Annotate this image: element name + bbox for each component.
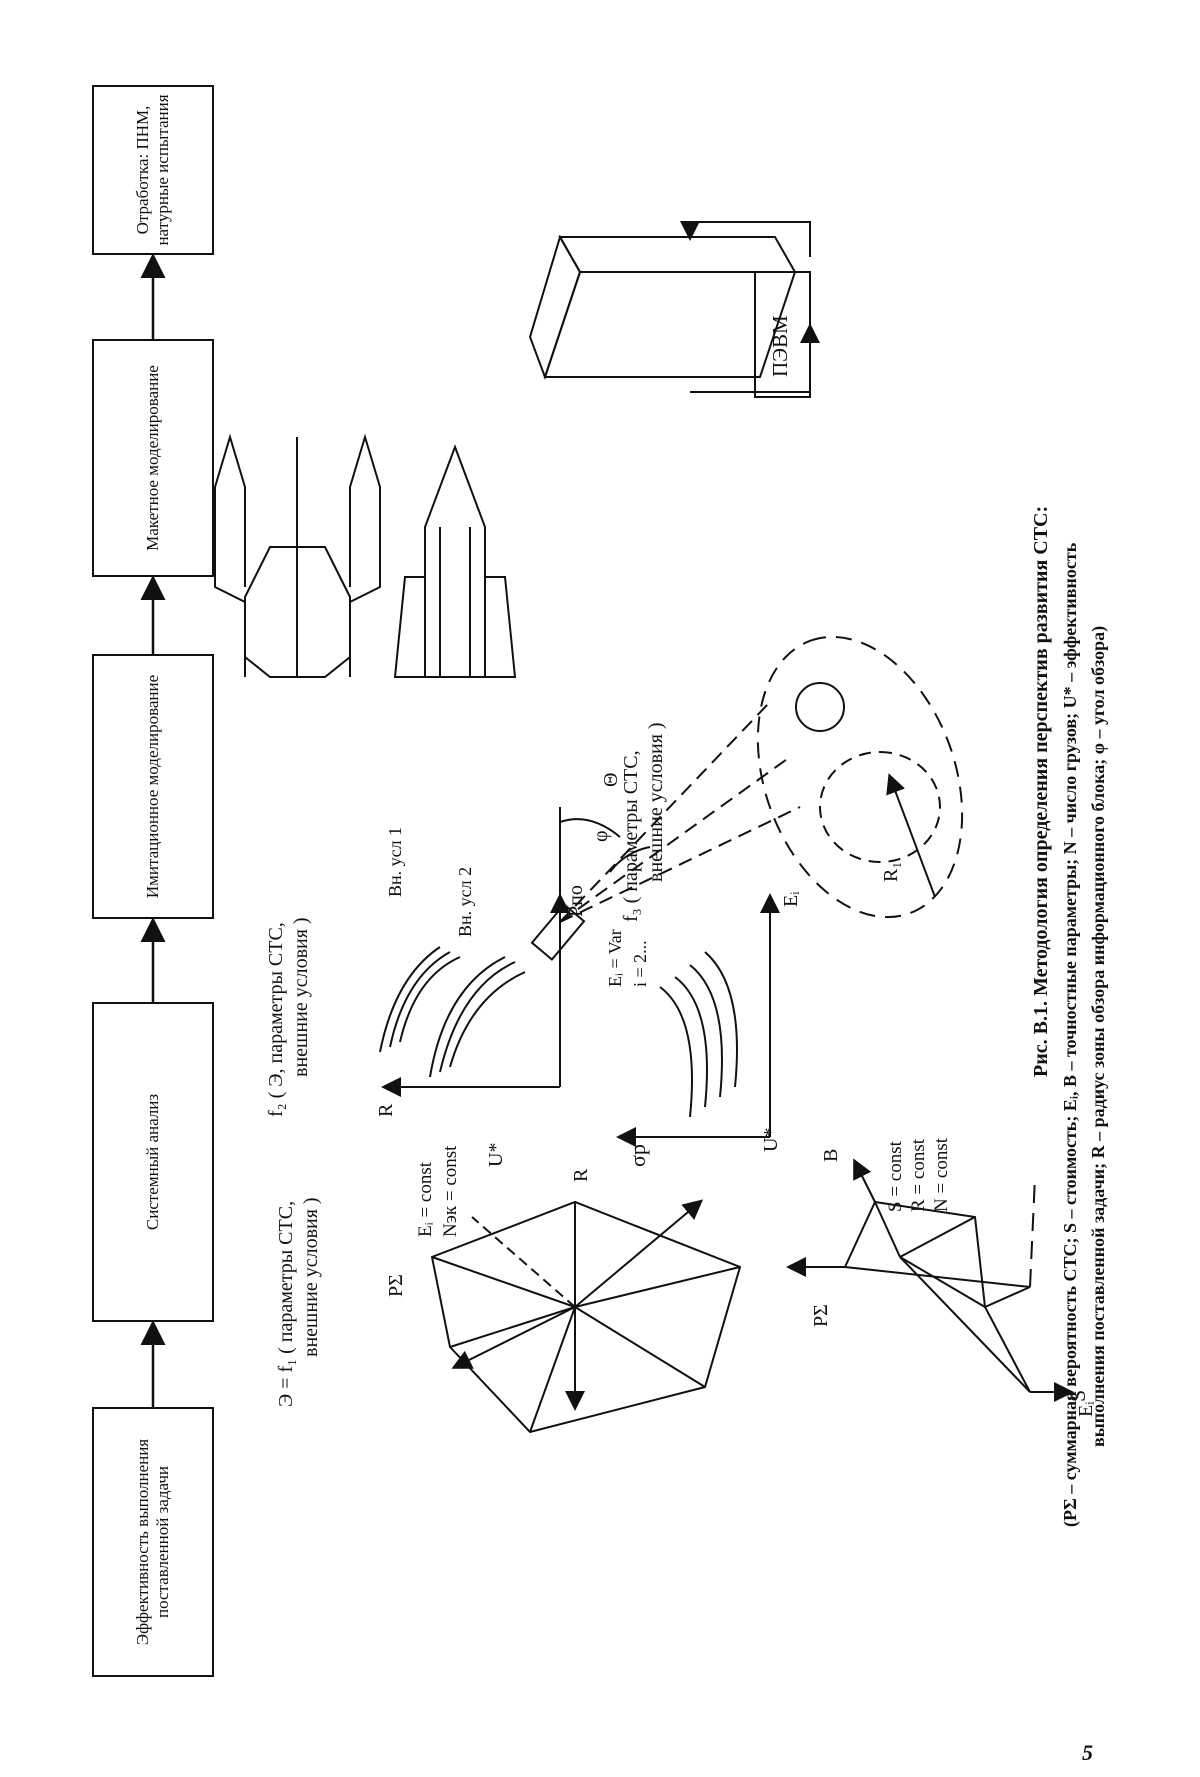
f1-formula-2: внешние условия ) <box>300 1197 322 1357</box>
f2-formula: f₂ ( Э, параметры СТС, <box>265 922 287 1117</box>
rocket-1 <box>214 433 381 678</box>
f3-formula: f₃ ( параметры СТС, <box>620 750 642 922</box>
chart-f2 <box>379 893 570 1097</box>
chart-sigma <box>616 893 780 1147</box>
f2-formula-2: внешние условия ) <box>290 917 312 1077</box>
f3-r1: R₁ <box>880 861 902 882</box>
page-number: 5 <box>1082 1740 1093 1765</box>
sigma-note-2: i = 2... <box>630 940 650 987</box>
computer-label: ПЭВМ <box>768 315 792 377</box>
tetra-const-3: N = const <box>931 1137 952 1212</box>
f1-axis-r: R <box>570 1168 592 1182</box>
rocket-2 <box>393 444 517 678</box>
figure-caption-title: Рис. В.1. Методология определения перспе… <box>1030 505 1052 1077</box>
observation-diagram <box>530 635 964 961</box>
f1-axis-p: PΣ <box>385 1274 407 1297</box>
f2-cond-1: Вн. усл 1 <box>385 826 405 897</box>
sigma-note-1: Eᵢ = Var <box>605 929 625 987</box>
f2-axis-p: Pпо <box>565 885 587 917</box>
sigma-axis: σp <box>625 1144 650 1167</box>
computer-block <box>528 221 820 398</box>
sigma-axis-e: Eᵢ <box>780 891 802 908</box>
tetra-const-2: R = const <box>908 1139 929 1212</box>
f2-axis-r: R <box>375 1103 397 1117</box>
tetrahedron-diagram <box>786 1158 1074 1402</box>
f1-axis-u: U* <box>485 1142 507 1167</box>
tetra-axis-p: PΣ <box>810 1304 832 1327</box>
tetra-axis-b: B <box>820 1148 842 1162</box>
figure-caption-line-2: выполнения поставленной задачи; R – ради… <box>1088 625 1108 1447</box>
f2-cond-2: Вн. усл 2 <box>455 866 475 937</box>
hexagon-diagram <box>430 1199 742 1434</box>
tetra-axis-u: U* <box>760 1127 782 1152</box>
f3-phi: φ <box>590 830 612 842</box>
f1-const-1: Eᵢ = const <box>415 1161 436 1237</box>
f3-theta: Θ <box>600 772 622 787</box>
tetra-const-1: S = const <box>885 1141 906 1212</box>
f1-formula: Э = f₁ ( параметры СТС, <box>275 1200 297 1407</box>
f1-const-2: Nэк = const <box>440 1145 461 1237</box>
figure-caption-line-1: (PΣ – суммарная вероятность СТС; S – сто… <box>1060 542 1080 1527</box>
f3-formula-2: внешние условия ) <box>645 722 667 882</box>
